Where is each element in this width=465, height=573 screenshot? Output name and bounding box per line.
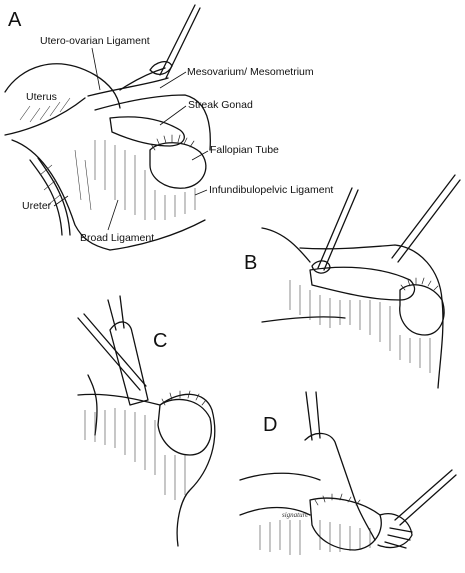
label-streak-gonad: Streak Gonad: [188, 99, 253, 111]
panel-label-a: A: [8, 9, 22, 31]
label-broad-ligament: Broad Ligament: [80, 232, 154, 244]
panel-d-drawing: signature: [239, 391, 457, 555]
panel-label-b: B: [244, 252, 257, 274]
artist-signature: signature: [282, 511, 308, 519]
panel-a-drawing: [4, 4, 211, 251]
label-ureter: Ureter: [22, 200, 52, 212]
leader-lines: [53, 47, 209, 231]
label-infundibulopelvic-ligament: Infundibulopelvic Ligament: [209, 184, 333, 196]
panel-b-drawing: [261, 174, 461, 389]
label-mesovarium: Mesovarium/ Mesometrium: [187, 66, 314, 78]
panel-label-c: C: [153, 330, 167, 352]
panel-c-drawing: [77, 295, 216, 547]
label-utero-ovarian-ligament: Utero-ovarian Ligament: [40, 35, 150, 47]
label-uterus: Uterus: [26, 91, 57, 103]
label-fallopian-tube: Fallopian Tube: [210, 144, 279, 156]
panel-label-d: D: [263, 414, 277, 436]
